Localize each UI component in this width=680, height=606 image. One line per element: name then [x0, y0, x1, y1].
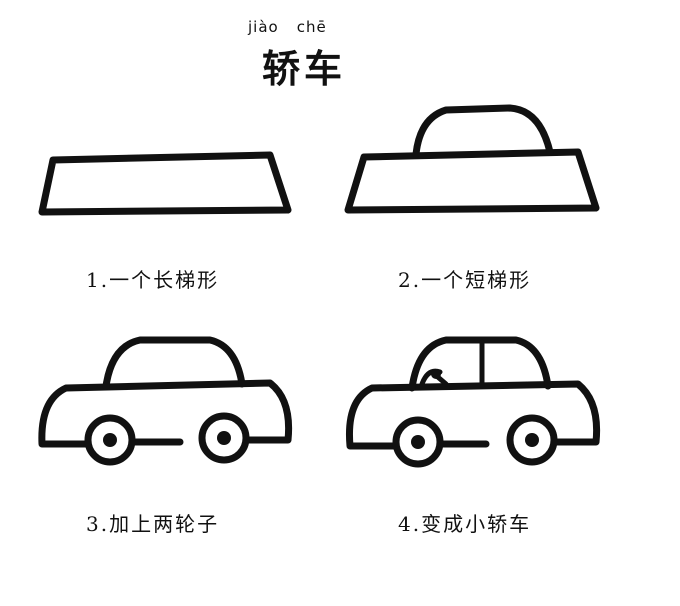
rear-wheel — [198, 412, 250, 464]
front-wheel-hub — [103, 433, 117, 447]
step-1-drawing — [38, 151, 292, 216]
step-3-drawing — [38, 336, 293, 466]
front-wheel — [84, 414, 136, 466]
rear-wheel — [506, 414, 558, 466]
cabin-shape — [408, 336, 552, 392]
step-4-caption: 4.变成小轿车 — [398, 512, 532, 536]
front-wheel-hub — [411, 435, 425, 449]
car-body-shape — [38, 379, 293, 448]
long-trapezoid — [38, 151, 292, 216]
page-title: 轿车 — [262, 47, 347, 91]
rear-wheel-hub — [217, 431, 231, 445]
step-1-caption: 1.一个长梯形 — [86, 268, 220, 292]
step-4-drawing — [345, 336, 601, 468]
front-wheel — [392, 416, 444, 468]
step-2-drawing — [344, 104, 600, 214]
cabin-shape — [102, 336, 246, 390]
steering-hub — [431, 369, 441, 379]
rear-wheel-hub — [525, 433, 539, 447]
car-body-shape — [345, 380, 601, 450]
pinyin-syllable-2: chē — [296, 18, 327, 36]
step-2-caption: 2.一个短梯形 — [398, 268, 532, 292]
car-body-shape — [344, 148, 600, 214]
step-3-caption: 3.加上两轮子 — [86, 512, 220, 536]
pinyin-syllable-1: jiào — [248, 18, 279, 36]
cabin-shape — [412, 104, 554, 158]
